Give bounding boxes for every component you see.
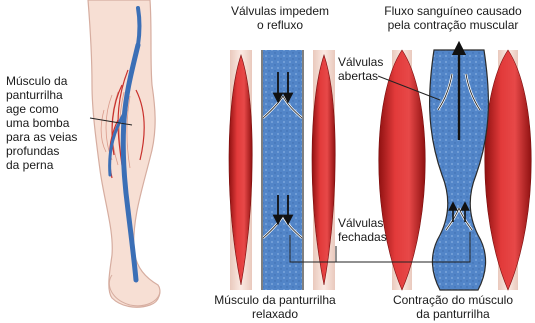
contracted-left-muscle: [379, 50, 426, 290]
leg-illustration: [88, 0, 160, 307]
leg-vein-top: [138, 8, 140, 45]
valves-closed-label: Válvulas fechadas: [338, 216, 387, 244]
calf-pump-label: Músculo da panturrilha age como uma bomb…: [6, 74, 77, 172]
contracted-panel: [379, 48, 532, 290]
valves-prevent-reflux-label: Válvulas impedem o refluxo: [205, 4, 355, 32]
relaxed-caption: Músculo da panturrilha relaxado: [200, 293, 350, 321]
blood-flow-label: Fluxo sanguíneo causado pela contração m…: [372, 4, 534, 32]
contracted-right-muscle: [485, 50, 532, 290]
valves-open-label: Válvulas abertas: [338, 55, 383, 83]
relaxed-panel: [229, 50, 335, 290]
contracted-caption: Contração do músculo da panturrilha: [378, 293, 528, 321]
relaxed-vein-blood: [263, 50, 302, 290]
